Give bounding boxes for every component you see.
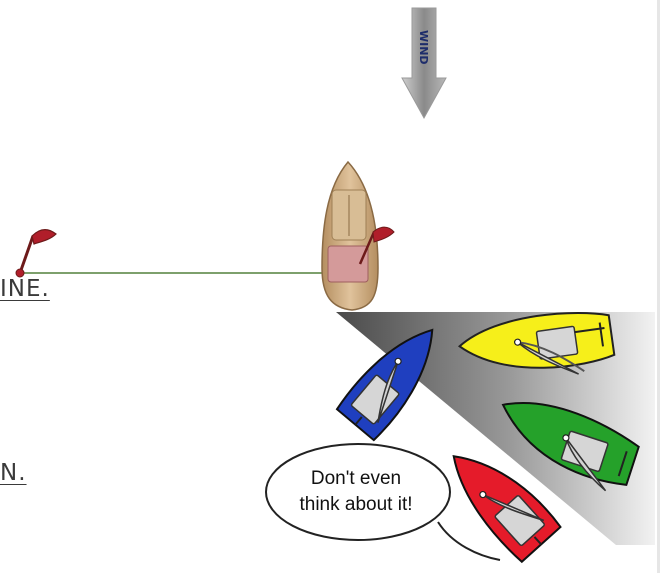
green-boat — [501, 402, 640, 492]
bubble-line-2: think about it! — [299, 494, 412, 515]
red-boat — [452, 455, 562, 564]
cut-text-2: N. — [0, 460, 27, 486]
cut-text-1: INE. — [0, 276, 50, 302]
speech-bubble: Don't even think about it! — [265, 443, 501, 561]
pin-end-flag — [15, 228, 57, 278]
yellow-boat — [457, 311, 616, 375]
bubble-line-1: Don't even — [311, 468, 401, 489]
right-border — [657, 0, 660, 573]
blue-boat — [335, 328, 434, 442]
committee-boat — [321, 160, 395, 311]
wind-arrow: WIND — [401, 7, 447, 120]
wind-label: WIND — [417, 30, 430, 65]
